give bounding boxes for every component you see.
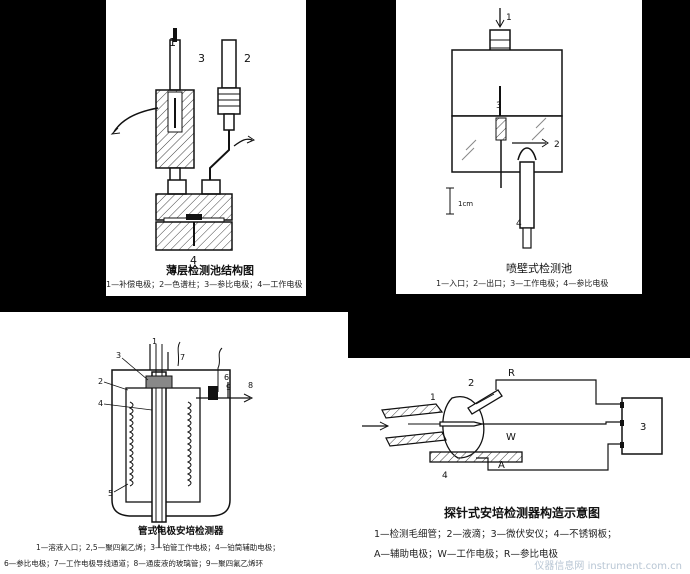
capillary-bottom xyxy=(385,431,447,447)
tubular-detector-panel: 1 2 3 4 5 6 7 8 9 管式电极安培检测器 1—溶液入口；2,5—聚… xyxy=(0,312,348,574)
teflon-ring xyxy=(145,375,173,389)
probe-detector-panel: 1 2 3 4 R W A 探针式安培检测器构造示意图 1—检测毛细管；2—液滴… xyxy=(348,358,690,574)
label-3: 3 xyxy=(198,52,205,65)
wire xyxy=(113,107,159,133)
working-electrode xyxy=(495,117,507,141)
probe-caption-line2: A—辅助电极；W—工作电极；R—参比电极 xyxy=(374,549,558,560)
upper-block xyxy=(451,49,563,117)
probe-caption-line1: 1—检测毛细管；2—液滴；3—微伏安仪；4—不锈钢板； xyxy=(374,529,617,540)
steel-plate xyxy=(429,451,523,463)
label-4: 4 xyxy=(442,471,448,481)
probe-detector-diagram: 1 2 3 4 R W A xyxy=(362,368,663,481)
thin-layer-cell-diagram: 1 3 2 4 xyxy=(110,28,256,267)
column xyxy=(221,39,237,89)
label-6: 6 xyxy=(224,373,229,382)
coil-left xyxy=(128,401,134,487)
tubular-title: 管式电极安培检测器 xyxy=(138,526,224,537)
label-R: R xyxy=(508,368,515,379)
label-2: 2 xyxy=(468,378,474,389)
label-W: W xyxy=(506,432,516,443)
thin-layer-title: 薄层检测池结构图 xyxy=(166,264,254,277)
label-4: 4 xyxy=(516,219,522,229)
tubular-caption-line1: 1—溶液入口；2,5—聚四氟乙烯；3—铂管工作电极；4—铂筒辅助电极； xyxy=(36,543,280,552)
central-tube xyxy=(151,371,167,523)
label-1: 1 xyxy=(430,393,436,403)
detector-body xyxy=(111,369,231,517)
wall-jet-caption: 1—入口；2—出口；3—工作电极；4—参比电极 xyxy=(436,279,609,288)
label-2: 2 xyxy=(554,140,560,150)
label-9: 9 xyxy=(226,383,231,392)
label-1: 1 xyxy=(169,36,176,49)
lower-block xyxy=(451,115,563,173)
wall-jet-title: 喷壁式检测池 xyxy=(506,262,572,275)
thin-layer-caption: 1—补偿电极；2—色谱柱；3—参比电极；4—工作电极 xyxy=(106,280,303,289)
tubular-detector-diagram: 1 2 3 4 5 6 7 8 9 xyxy=(98,337,254,548)
scale-label: 1cm xyxy=(458,200,473,208)
wall-jet-cell-diagram: 3 1 2 4 1cm xyxy=(446,8,563,249)
label-3: 3 xyxy=(116,351,121,360)
thin-layer-cell-panel: 1 3 2 4 薄层检测池结构图 1—补偿电极；2—色谱柱；3—参比电极；4—工… xyxy=(106,0,306,296)
label-2: 2 xyxy=(244,52,251,65)
working-electrode xyxy=(439,421,483,427)
label-7: 7 xyxy=(180,353,185,362)
label-4: 4 xyxy=(98,399,103,408)
label-3: 3 xyxy=(496,101,502,111)
capillary-top xyxy=(381,403,444,419)
label-1: 1 xyxy=(506,13,512,23)
reference-electrode xyxy=(467,389,503,415)
label-5: 5 xyxy=(108,489,113,498)
label-3: 3 xyxy=(640,422,646,433)
coil-right xyxy=(186,401,192,487)
label-1: 1 xyxy=(152,337,157,346)
watermark: 仪器信息网 instrument.com.cn xyxy=(534,561,682,572)
microammeter xyxy=(621,397,663,455)
label-8: 8 xyxy=(248,381,253,390)
wall-jet-cell-panel: 3 1 2 4 1cm 喷壁式检测池 1—入口；2—出口；3—工作电极；4—参比… xyxy=(396,0,642,294)
label-2: 2 xyxy=(98,377,103,386)
tubular-caption-line2: 6—参比电极；7—工作电极导线通道；8—通废液的玻璃管；9—聚四氟乙烯环 xyxy=(4,559,264,568)
reference-electrode xyxy=(519,161,535,229)
label-A: A xyxy=(498,460,505,471)
reference-electrode xyxy=(208,386,218,400)
label-4: 4 xyxy=(190,254,197,267)
probe-title: 探针式安培检测器构造示意图 xyxy=(444,506,601,520)
